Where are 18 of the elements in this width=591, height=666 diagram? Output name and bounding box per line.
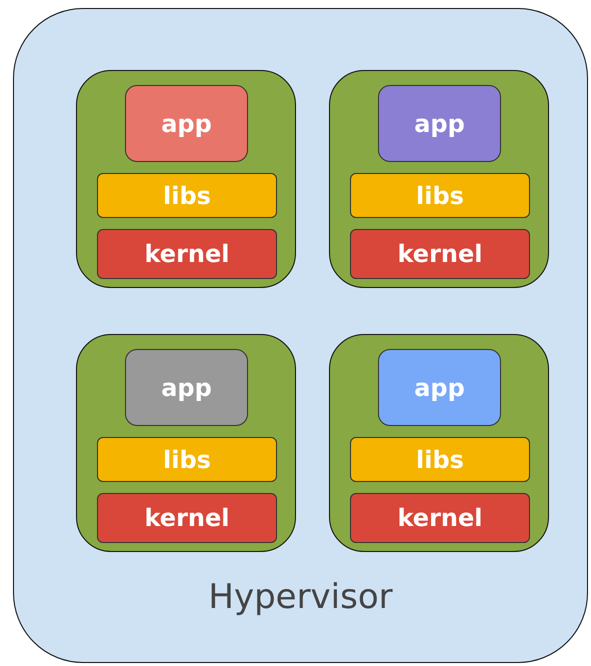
hypervisor-panel [13, 8, 588, 663]
os-layer-block: kernel [97, 493, 277, 543]
application-block: app [378, 85, 501, 162]
virtual-machine-box [76, 334, 296, 552]
library-block: libs [97, 173, 277, 218]
library-block: libs [350, 437, 530, 482]
panel-title: Hypervisor [207, 577, 394, 617]
application-block: app [378, 349, 501, 426]
application-block: app [125, 349, 248, 426]
virtual-machine-box [76, 70, 296, 288]
library-block: libs [97, 437, 277, 482]
virtual-machine-box [329, 334, 549, 552]
os-layer-block: kernel [350, 493, 530, 543]
os-layer-block: kernel [350, 229, 530, 279]
os-layer-block: kernel [97, 229, 277, 279]
library-block: libs [350, 173, 530, 218]
application-block: app [125, 85, 248, 162]
virtual-machine-box [329, 70, 549, 288]
